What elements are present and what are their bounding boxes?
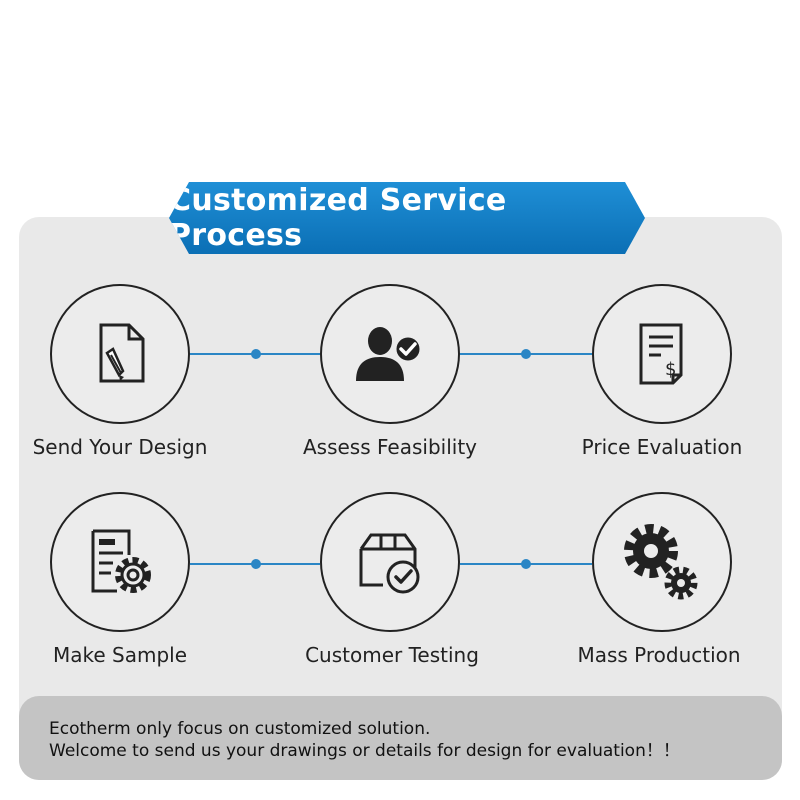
step-send-design bbox=[50, 284, 190, 424]
step-mass-production bbox=[592, 492, 732, 632]
step-assess-feasibility bbox=[320, 284, 460, 424]
price-invoice-icon: $ bbox=[627, 319, 697, 389]
title-banner: Customized Service Process bbox=[169, 182, 645, 254]
step-label-price-evaluation: Price Evaluation bbox=[581, 435, 743, 459]
box-check-icon bbox=[353, 527, 427, 597]
connector-dot bbox=[251, 349, 261, 359]
note-line-1: Ecotherm only focus on customized soluti… bbox=[49, 719, 431, 739]
info-note: Ecotherm only focus on customized soluti… bbox=[19, 696, 782, 780]
user-check-icon bbox=[350, 319, 430, 389]
step-price-evaluation: $ bbox=[592, 284, 732, 424]
step-label-make-sample: Make Sample bbox=[52, 643, 188, 667]
gears-icon bbox=[617, 517, 707, 607]
connector-dot bbox=[251, 559, 261, 569]
connector-dot bbox=[521, 559, 531, 569]
note-line-2: Welcome to send us your drawings or deta… bbox=[49, 741, 680, 761]
document-gear-icon bbox=[83, 525, 157, 599]
connector-dot bbox=[521, 349, 531, 359]
step-label-send-design: Send Your Design bbox=[32, 435, 208, 459]
step-customer-testing bbox=[320, 492, 460, 632]
step-label-assess-feasibility: Assess Feasibility bbox=[302, 435, 477, 459]
step-label-mass-production: Mass Production bbox=[577, 643, 741, 667]
step-label-customer-testing: Customer Testing bbox=[305, 643, 479, 667]
step-make-sample bbox=[50, 492, 190, 632]
svg-text:$: $ bbox=[665, 359, 676, 380]
page-title: Customized Service Process bbox=[169, 183, 507, 253]
design-document-icon bbox=[85, 319, 155, 389]
